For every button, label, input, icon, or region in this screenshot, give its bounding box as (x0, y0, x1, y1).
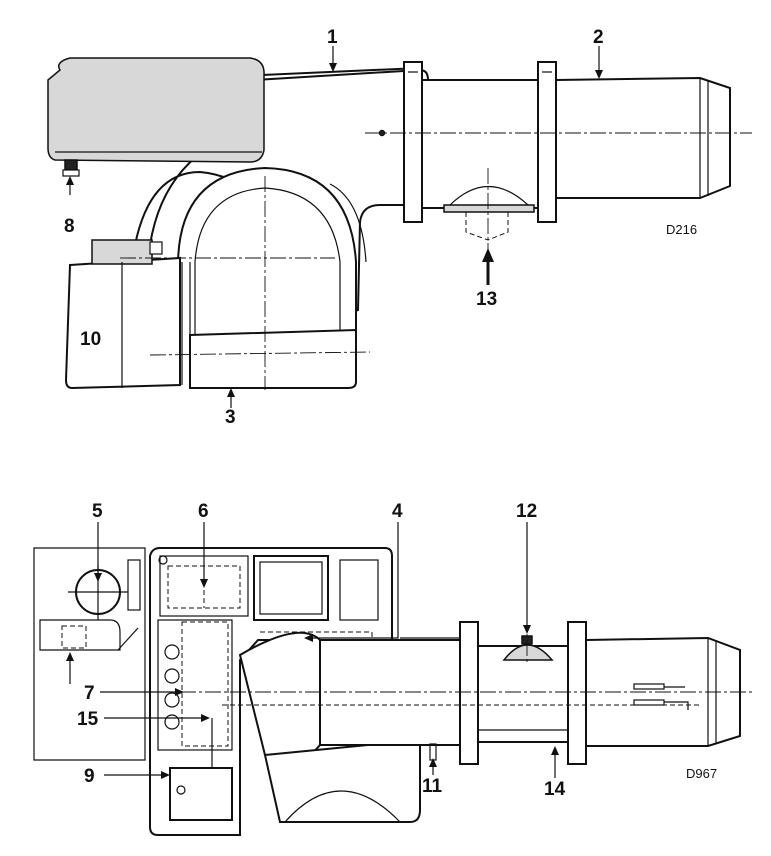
motor-cover (47, 57, 265, 163)
rear-panel (33, 547, 146, 761)
callout-6: 6 (198, 501, 209, 522)
air-tube-bottom (319, 639, 471, 746)
top-leaders (66, 46, 603, 408)
callout-7: 7 (84, 683, 95, 704)
top-tube-line (261, 67, 421, 76)
callout-14: 14 (544, 779, 566, 800)
bottom-view-drawing (33, 547, 752, 836)
callout-13: 13 (476, 289, 497, 310)
top-view-drawing (47, 57, 752, 390)
flange-left-bottom (459, 621, 479, 765)
control-box-10 (64, 256, 181, 390)
callout-8: 8 (64, 216, 75, 237)
flange-right-bottom (567, 621, 587, 765)
bottom-leaders (66, 522, 559, 779)
callout-2: 2 (593, 27, 604, 48)
screw-8 (64, 159, 78, 171)
flange-right (537, 61, 557, 223)
lower-fan-housing (263, 738, 421, 823)
fan-cone (238, 631, 321, 762)
terminal-panel-7 (157, 619, 233, 751)
valve-12 (502, 644, 554, 661)
blast-tube-2 (555, 76, 731, 199)
dome (449, 185, 529, 206)
callout-15: 15 (77, 709, 99, 730)
view-window (253, 555, 329, 621)
flange-left (403, 61, 423, 223)
base-plate (189, 328, 357, 389)
callout-1: 1 (327, 27, 338, 48)
callout-12: 12 (516, 501, 537, 522)
figure-code-bottom: D967 (686, 766, 717, 781)
callout-11: 11 (422, 776, 443, 797)
callout-3: 3 (225, 407, 236, 428)
control-box-top (91, 239, 153, 265)
callout-4: 4 (392, 501, 403, 522)
callout-10: 10 (80, 329, 101, 350)
callout-9: 9 (84, 766, 95, 787)
callout-5: 5 (92, 501, 103, 522)
air-tube (417, 79, 549, 209)
figure-code-top: D216 (666, 222, 697, 237)
